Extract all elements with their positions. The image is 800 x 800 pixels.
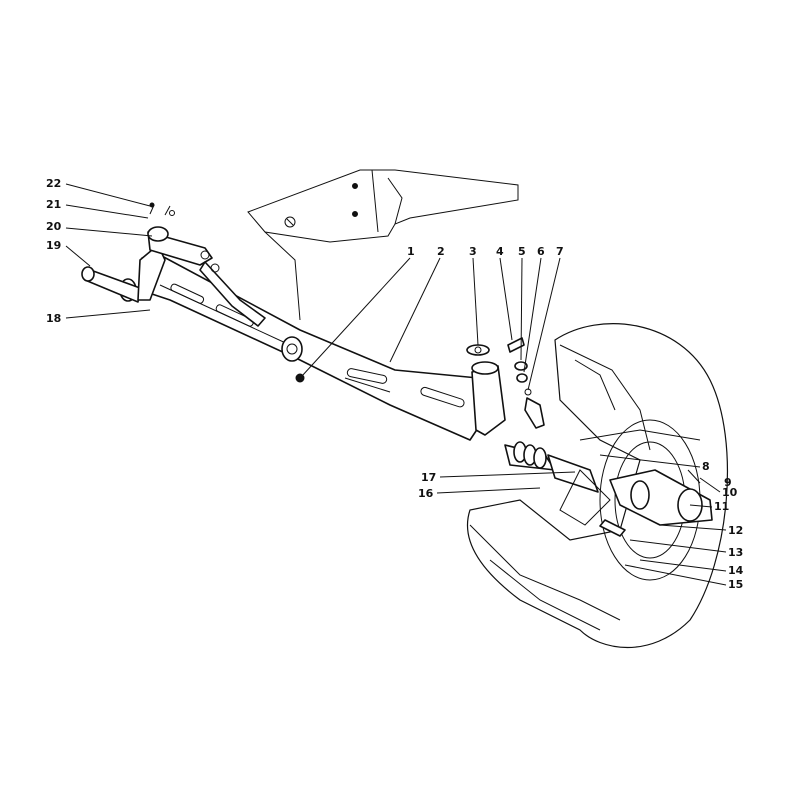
callout-14: 14: [728, 564, 744, 577]
callout-13: 13: [728, 546, 743, 559]
callout-17: 17: [421, 471, 436, 484]
callout-12: 12: [728, 524, 743, 537]
callout-1: 1: [407, 245, 415, 258]
chassis-frame: [247, 169, 519, 321]
callout-19: 19: [46, 239, 61, 252]
callout-9: 9: [724, 476, 732, 489]
callout-15: 15: [728, 578, 743, 591]
callout-16: 16: [418, 487, 434, 500]
callout-7: 7: [556, 245, 564, 258]
center-pivot: [281, 336, 305, 383]
left-spindle-assembly: [81, 202, 266, 327]
callout-4: 4: [496, 245, 504, 258]
callout-20: 20: [46, 220, 62, 233]
callout-8: 8: [702, 460, 710, 473]
callout-18: 18: [46, 312, 61, 325]
callout-labels: 22 21 20 19 18 1 2 3 4 5 6 7 8 9 10 11 1…: [46, 177, 744, 591]
callout-11: 11: [714, 500, 729, 513]
callout-22: 22: [46, 177, 61, 190]
callout-5: 5: [518, 245, 526, 258]
right-spindle-assembly: [466, 337, 599, 493]
callout-21: 21: [46, 198, 61, 211]
leader-lines: [65, 183, 727, 586]
callout-10: 10: [722, 486, 738, 499]
callout-3: 3: [469, 245, 477, 258]
callout-2: 2: [437, 245, 445, 258]
callout-6: 6: [537, 245, 545, 258]
axle-beam: [139, 254, 489, 441]
wheel-tire-assembly: [466, 323, 729, 649]
